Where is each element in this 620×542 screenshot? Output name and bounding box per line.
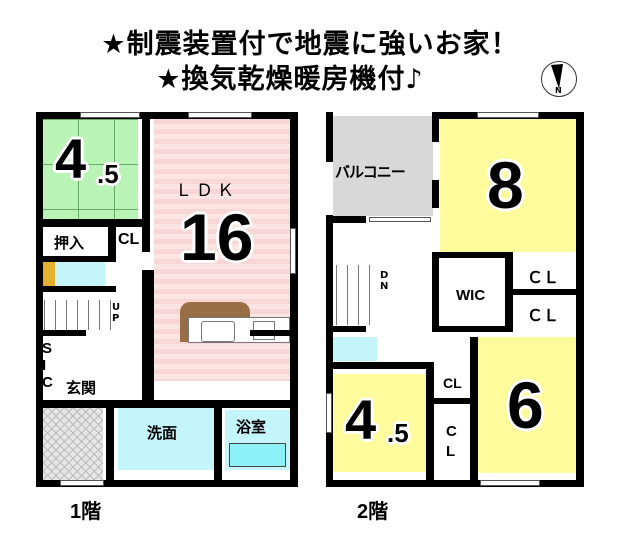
wall [36, 256, 116, 262]
ldk-size: 16 [180, 200, 254, 274]
room-8jo [440, 119, 576, 252]
cl-label-2f-3: CL [443, 375, 462, 391]
window [477, 112, 539, 118]
floor-2-label: 2階 [357, 501, 389, 523]
wall [432, 326, 512, 332]
wall [326, 216, 366, 223]
room-6jo [478, 337, 576, 473]
wic-label: WIC [456, 287, 486, 304]
window [290, 228, 296, 274]
wall [142, 270, 154, 400]
north-label: N [555, 86, 562, 95]
room-4-5jo-size-decimal: .5 [387, 418, 409, 448]
wall [36, 286, 116, 292]
wall [290, 112, 298, 487]
window [480, 480, 540, 486]
oshiire-label: 押入 [54, 234, 85, 252]
floor-1-label: 1階 [70, 501, 102, 523]
wall [36, 219, 144, 227]
wall [326, 326, 366, 332]
window [326, 393, 332, 433]
wall [36, 112, 298, 119]
wall [576, 112, 584, 487]
room-6jo-size: 6 [507, 368, 544, 442]
cl-label-2f-2: ＣＬ [527, 306, 560, 325]
room-4-5jo-size: 4 [345, 388, 377, 451]
wall [106, 400, 114, 487]
room-porch [43, 408, 103, 480]
bathtub-icon [229, 443, 286, 467]
wall [326, 112, 333, 162]
wall [250, 330, 290, 336]
wall [426, 362, 434, 487]
balcony-label: バルコニー [335, 163, 406, 181]
sink-icon [201, 321, 235, 342]
wall [326, 480, 584, 487]
wall [470, 337, 478, 487]
washitsu-size-decimal: .5 [97, 159, 119, 189]
wall [142, 112, 150, 252]
north-arrow-icon [551, 64, 563, 89]
wall [505, 289, 583, 295]
stairs-up-label: UP [112, 302, 121, 324]
ldk-label: ＬＤＫ [175, 181, 238, 201]
wall [432, 180, 439, 208]
wall [432, 112, 439, 142]
room-washitsu [42, 119, 138, 219]
stairs-dn-label: DN [380, 270, 389, 292]
floor-plan-1f: 4 .5 押入 CL ＬＤＫ 16 UP S I C 玄関 洗面 浴室 1階 [36, 112, 298, 523]
window [369, 217, 431, 222]
wall [426, 398, 478, 404]
sic-label: S I C [42, 340, 53, 391]
stairs-1f [44, 300, 118, 330]
cl-label-1f: CL [118, 231, 140, 248]
toilet-door-accent [43, 262, 55, 286]
wall [36, 480, 298, 487]
window [80, 112, 140, 118]
genkan-label: 玄関 [66, 379, 97, 397]
stairs-2f [336, 265, 376, 325]
wall [36, 400, 296, 408]
room-8jo-size: 8 [487, 148, 524, 222]
window [60, 480, 104, 486]
wall [432, 252, 512, 258]
wall [108, 219, 116, 259]
room-senmen [118, 408, 214, 470]
room-balcony [333, 116, 433, 216]
cl-label-2f-1: ＣＬ [527, 268, 560, 287]
headline-line-1: ★制震装置付で地震に強いお家！ [101, 29, 519, 60]
wall [432, 252, 439, 332]
wall [326, 215, 333, 487]
washitsu-size: 4 [55, 127, 87, 190]
senmen-label: 洗面 [147, 424, 178, 442]
compass: N [541, 61, 577, 97]
wall [326, 362, 432, 369]
cl-label-2f-4: C L [446, 423, 457, 460]
wall [214, 400, 222, 487]
headline-line-2: ★換気乾燥暖房機付♪ [156, 64, 424, 95]
wall [36, 112, 43, 487]
room-toilet-2f [333, 337, 377, 361]
window [188, 112, 252, 118]
room-oshiire [42, 228, 108, 256]
room-cl-1f [116, 228, 142, 256]
room-4-5jo [333, 374, 433, 472]
wall [36, 330, 86, 336]
yokushitsu-label: 浴室 [236, 418, 267, 436]
